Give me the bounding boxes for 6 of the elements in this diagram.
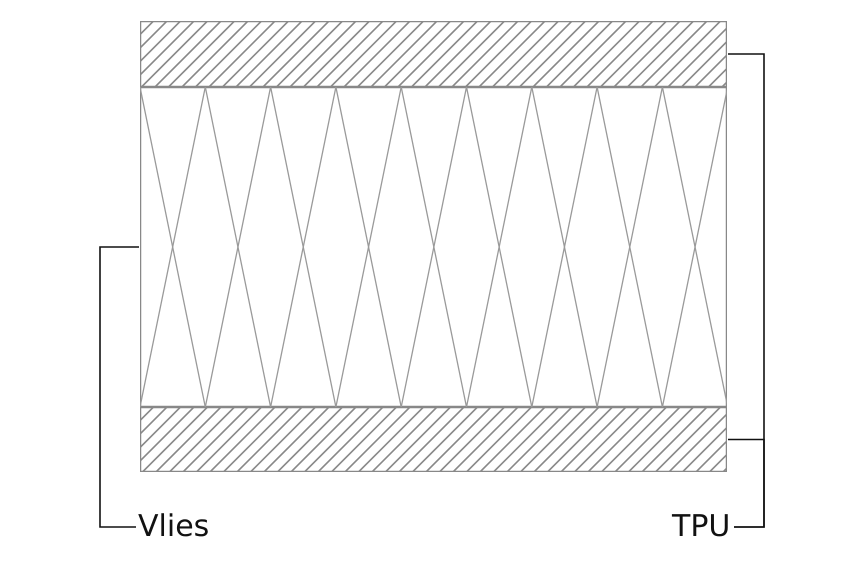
leader-line bbox=[728, 438, 765, 528]
layer-label: TPU bbox=[672, 509, 732, 545]
hatched-layer bbox=[140, 21, 727, 87]
layer-label: Vlies bbox=[138, 509, 210, 545]
hatched-layer bbox=[140, 407, 727, 472]
leader-line bbox=[99, 246, 139, 528]
